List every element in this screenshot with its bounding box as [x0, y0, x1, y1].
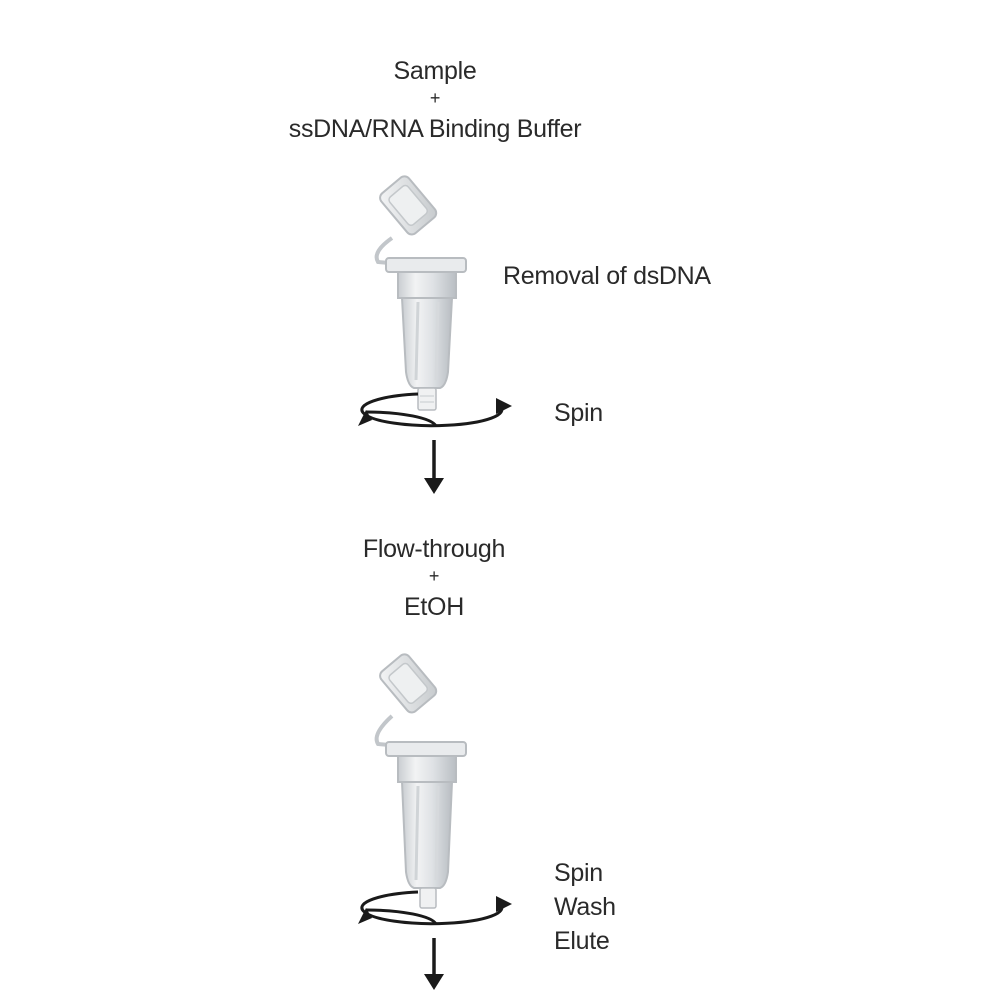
step1-buffer-label: ssDNA/RNA Binding Buffer — [288, 115, 582, 143]
step1-plus-sign: + — [429, 88, 441, 108]
spin-column-tube-icon — [374, 175, 467, 411]
elute-label: Elute — [554, 927, 610, 955]
wash-label: Wash — [554, 893, 616, 921]
etoh-label: EtOH — [404, 593, 464, 621]
down-arrow-icon — [424, 440, 444, 494]
spin-label: Spin — [554, 859, 603, 887]
rotation-arrow-icon — [358, 890, 512, 926]
spin-label: Spin — [554, 399, 603, 427]
spin-column-tube-icon — [374, 653, 467, 909]
down-arrow-icon — [424, 938, 444, 990]
rotation-arrow-icon — [358, 392, 512, 428]
step1-sample-label: Sample — [393, 57, 477, 85]
step3-plus-sign: + — [428, 566, 440, 586]
flow-through-label: Flow-through — [362, 535, 506, 563]
removal-label: Removal of dsDNA — [503, 262, 711, 290]
